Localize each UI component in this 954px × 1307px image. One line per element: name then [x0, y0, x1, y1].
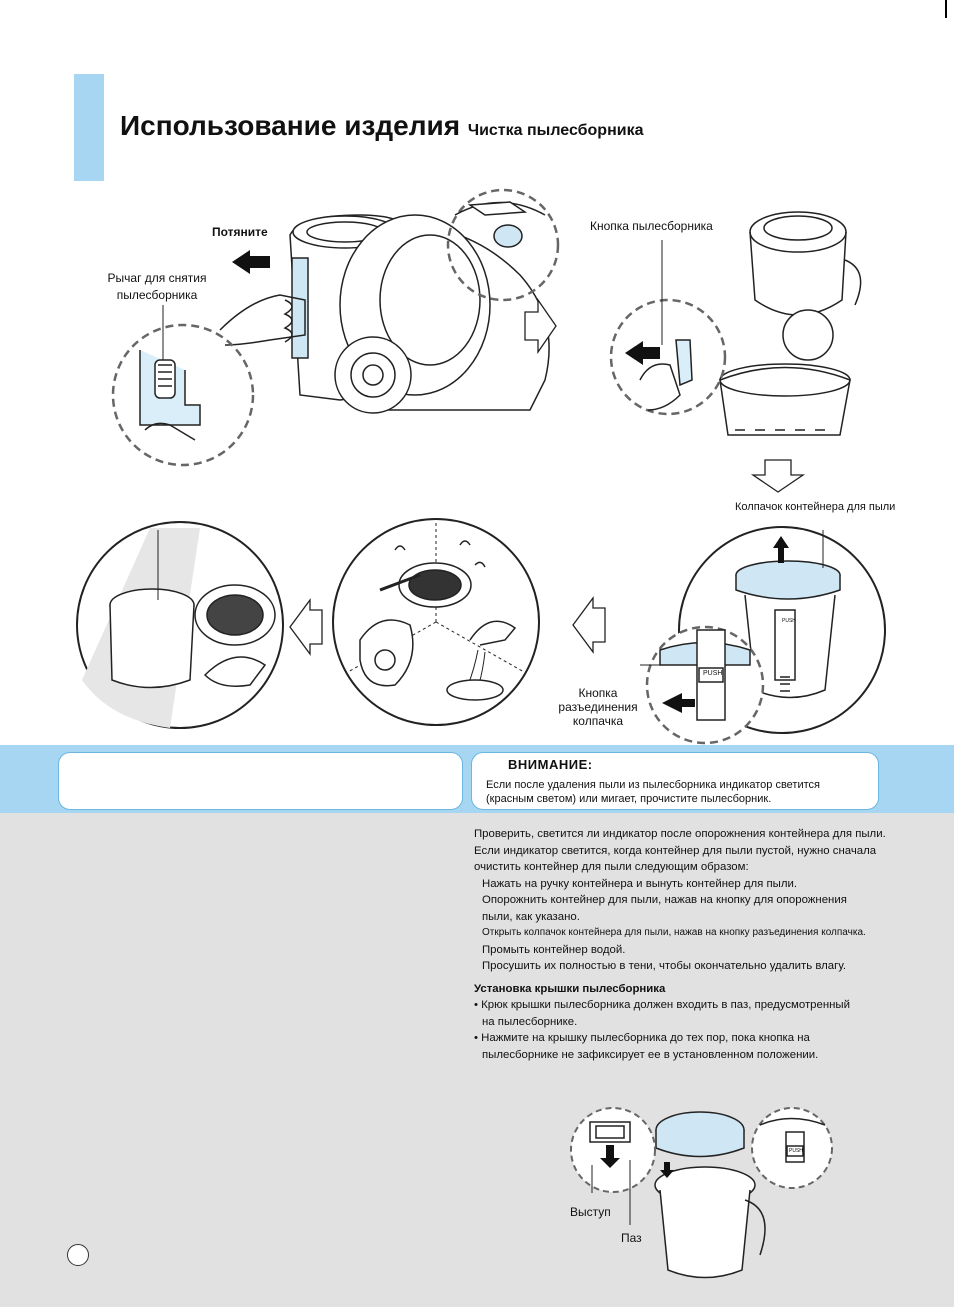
push-marking-3: PUSH	[789, 1148, 803, 1154]
up-arrow-icon	[773, 536, 789, 563]
release-label-line3: колпачка	[572, 714, 624, 728]
caution-title: ВНИМАНИЕ:	[508, 757, 593, 772]
zoom-circle-lever	[111, 323, 255, 467]
caution-line1: Если после удаления пыли из пылесборника…	[486, 779, 820, 791]
step1-text: Нажать на ручку контейнера и вынуть конт…	[482, 877, 798, 890]
caution-text: Если после удаления пыли из пылесборника…	[486, 778, 866, 806]
push-marking-2: PUSH	[782, 618, 796, 624]
instructions-background	[0, 813, 954, 1307]
step2-text-a: Опорожнить контейнер для пыли, нажав на …	[482, 894, 847, 906]
dust-button-label: Кнопка пылесборника	[590, 219, 713, 233]
release-label-line1: Кнопка	[578, 686, 618, 700]
caution-box	[471, 752, 879, 810]
right-arrow-icon	[524, 297, 557, 355]
step2-text-b: пыли, как указано.	[482, 910, 580, 923]
bullet1-line1: • Крюк крышки пылесборника должен входит…	[474, 999, 850, 1011]
zoom-circle-indicator	[446, 188, 560, 302]
bullet1-line2: на пылесборнике.	[482, 1015, 578, 1028]
page-number-circle	[67, 1244, 89, 1266]
vacuum-illustration	[219, 214, 550, 414]
step5-circle	[76, 521, 284, 729]
bullet2-line1: • Нажмите на крышку пылесборника до тех …	[474, 1032, 810, 1044]
step3-circle	[678, 526, 886, 734]
page-title: Использование изделия Чистка пылесборник…	[120, 110, 643, 142]
left-arrow-icon-2	[289, 598, 323, 656]
top-rule	[945, 0, 947, 18]
zoom-circle-dust-button	[609, 298, 727, 416]
warning-box	[58, 752, 463, 810]
pull-arrow-icon	[232, 250, 270, 274]
left-arrow-icon	[572, 596, 606, 654]
groove-label: Паз	[621, 1231, 642, 1245]
step5-text: Просушить их полностью в тени, чтобы око…	[482, 960, 846, 972]
page-subtitle: Чистка пылесборника	[467, 122, 644, 139]
intro-line1: Проверить, светится ли индикатор после о…	[474, 828, 886, 840]
container-empty-illustration	[719, 211, 862, 436]
caution-line2: (красным светом) или мигает, прочистите …	[486, 793, 772, 805]
header-accent-bar	[74, 74, 104, 181]
release-label-line2: разъединения	[558, 700, 638, 714]
instructions: Проверить, светится ли индикатор после о…	[474, 826, 904, 1063]
lid-install-illustration	[654, 1111, 766, 1279]
step3-text: Открыть колпачок контейнера для пыли, на…	[482, 927, 866, 938]
bullet2-line2: пылесборнике не зафиксирует ее в установ…	[482, 1048, 819, 1061]
cap-label: Колпачок контейнера для пыли	[735, 501, 896, 513]
protrusion-label: Выступ	[570, 1205, 611, 1219]
intro-line2: Если индикатор светится, когда контейнер…	[474, 844, 877, 857]
press-arrow-icon	[662, 693, 695, 713]
page-title-text: Использование изделия	[120, 110, 461, 141]
release-button-label: Кнопка разъединения колпачка	[553, 686, 643, 728]
lever-label: Рычаг для снятия пылесборника	[92, 270, 222, 304]
indicator-light-icon	[493, 224, 523, 248]
lever-label-line2: пылесборника	[116, 288, 198, 302]
intro-line3: очистить контейнер для пыли следующим об…	[474, 861, 749, 873]
push-arrow-icon	[625, 341, 660, 365]
down-arrow-icon	[750, 459, 806, 493]
push-marking: PUSH	[703, 670, 723, 677]
step4-text: Промыть контейнер водой.	[482, 943, 626, 956]
pull-label: Потяните	[212, 225, 268, 239]
install-heading: Установка крышки пылесборника	[474, 982, 666, 995]
lever-label-line1: Рычаг для снятия	[107, 271, 207, 285]
